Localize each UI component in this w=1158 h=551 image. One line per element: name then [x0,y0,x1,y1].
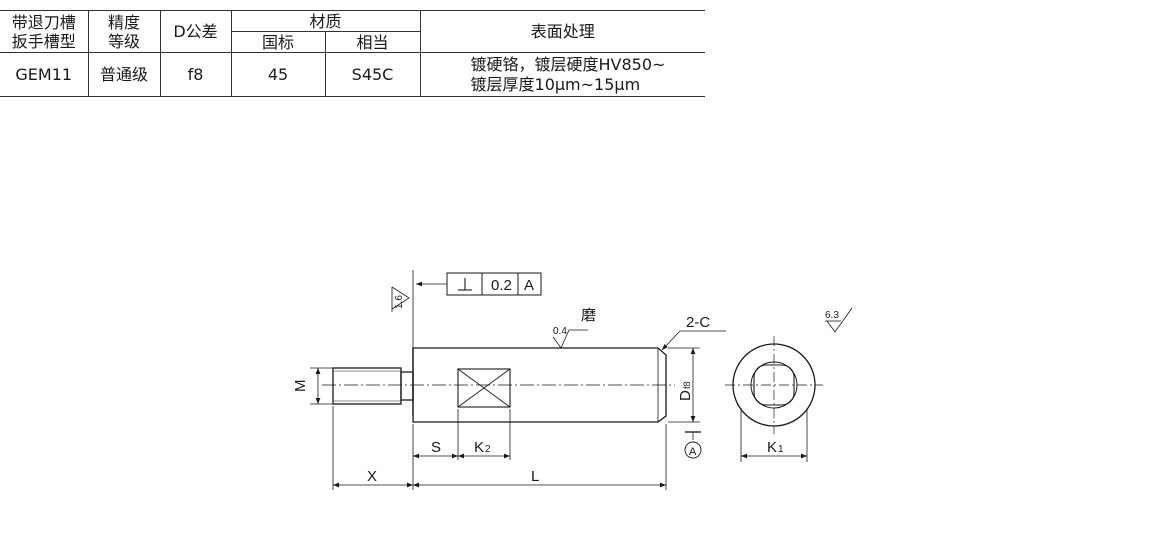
fcf-datum: A [524,277,534,294]
dim-s-label: S [431,439,441,456]
header-groove-type: 带退刀槽 扳手槽型 [0,10,89,53]
dim-x-label: X [367,468,377,485]
header-grade-line1: 精度 [107,12,140,32]
cell-treatment: 镀硬铬，镀层硬度HV850~ 镀层厚度10μm~15μm [419,52,706,97]
relief-groove [400,371,414,401]
roughness-left-value: 1.6 [394,295,405,309]
fcf-frame [446,272,542,296]
wrench-flat-diag2 [457,368,511,408]
header-grade-line2: 等级 [107,31,140,51]
cell-gb: 45 [230,52,326,97]
roughness-grind-icon [552,329,588,349]
wrench-flat [457,368,511,408]
cell-code: GEM11 [0,52,89,97]
header-groove-line1: 带退刀槽 [11,12,76,32]
dim-d-label: D [677,390,694,401]
dim-d-subscript: f8 [682,381,692,389]
dim-l-label: L [531,468,539,485]
treatment-line2: 镀层厚度10μm~15μm [470,74,641,94]
dim-k1-label: K [767,439,777,456]
cell-equiv: S45C [324,52,421,97]
chamfer-leader [661,330,681,351]
dim-k2-subscript: 2 [485,444,491,455]
cell-tolerance: f8 [159,52,232,97]
treatment-line1: 镀硬铬，镀层硬度HV850~ [470,54,666,74]
datum-a-label: A [689,446,697,458]
spec-table: 带退刀槽 扳手槽型 精度 等级 D公差 材质 表面处理 国标 相当 GEM11 … [0,10,706,97]
roughness-left-icon [391,286,410,310]
header-grade: 精度 等级 [87,10,161,53]
roughness-right-value: 6.3 [825,310,839,321]
dim-k1-subscript: 1 [778,444,784,455]
dim-m-label: M [292,380,309,393]
roughness-right-icon [826,307,853,333]
grind-label: 磨 [581,306,596,324]
header-tolerance: D公差 [159,10,232,53]
fcf-tolerance: 0.2 [491,277,512,294]
header-material-equiv: 相当 [324,31,421,53]
roughness-grind-value: 0.4 [553,326,567,337]
dim-k2-label: K [474,439,484,456]
chamfer-label: 2-C [686,314,710,331]
datum-circle [684,441,702,459]
header-groove-line2: 扳手槽型 [11,31,76,51]
thread-section [332,367,402,405]
